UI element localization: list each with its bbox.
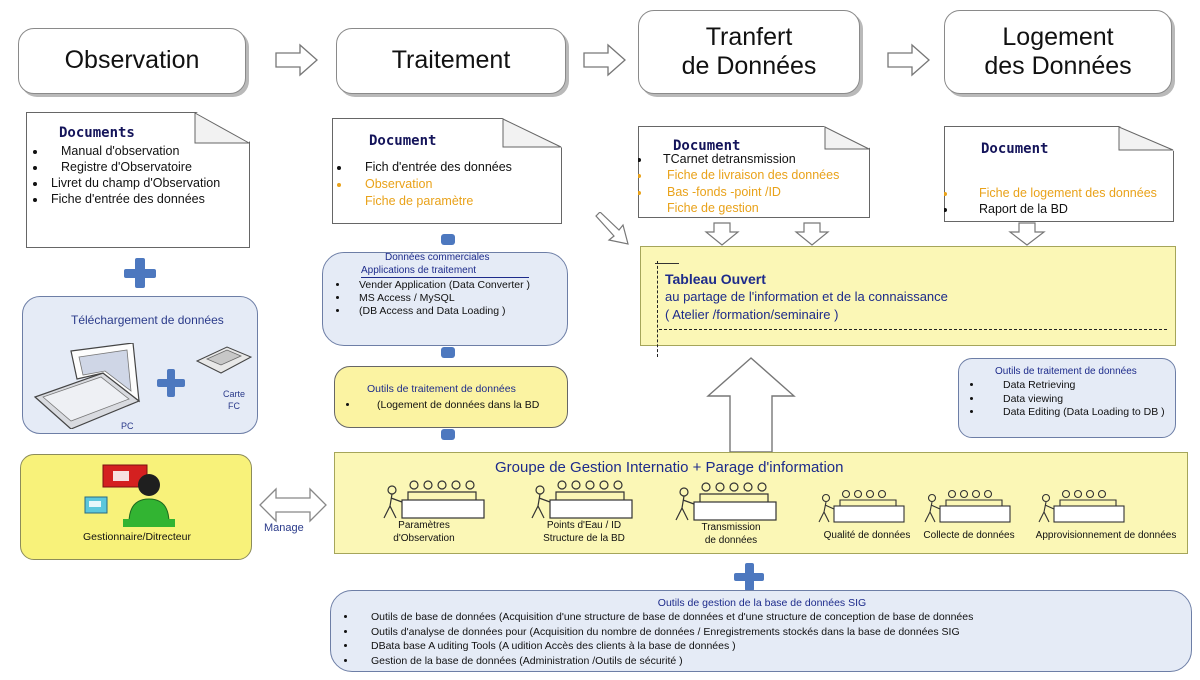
tableau-ouvert-box: Tableau Ouvert au partage de l'informati… [640,246,1176,357]
gis-item: Outils de base de données (Acquisition d… [357,610,1197,625]
document-item: Registre d'Observatoire [47,159,249,175]
page-fold-icon [502,118,562,148]
page-fold-icon [194,112,250,144]
document-title: Document [673,138,741,154]
commercial-item: (DB Access and Data Loading ) [349,305,569,318]
transfert-document: Document TCarnet detransmission Fiche de… [638,126,870,218]
down-arrow-icon [794,222,830,246]
commercial-subtitle: Applications de traitement [361,264,529,278]
document-item: Observation [351,176,561,193]
stage-logement: Logement des Données [944,10,1172,94]
data-tools-item: Data Editing (Data Loading to DB ) [983,406,1183,420]
meeting-icon [818,489,905,523]
group-item-label: Points d'Eau / ID Structure de la BD [543,520,625,544]
document-item: Manual d'observation [47,143,249,159]
plus-icon [734,563,764,591]
document-title: Document [981,141,1049,157]
gis-item: Outils d'analyse de données pour (Acquis… [357,625,1197,640]
download-box: Téléchargement de données PC Carte FC [22,296,258,434]
stage-label: Logement des Données [984,22,1132,81]
manager-icon [84,464,175,527]
connector-icon [441,347,455,358]
group-item-label: Approvisionnement de données [1035,530,1177,541]
document-item: Fiche de gestion [667,200,759,215]
gis-item: Gestion de la base de données (Administr… [357,654,1197,669]
storage-tools-box: Outils de traitement de données (Logemen… [334,366,568,428]
manager-box: Gestionnaire/Ditrecteur [20,454,252,560]
gis-tools-box: Outils de gestion de la base de données … [330,590,1192,672]
document-item: Fiche d'entrée des données [47,191,249,207]
laptop-icon [33,343,141,429]
connector-icon [441,429,455,440]
commercial-title: Données commerciales [385,252,490,263]
dashed-line [657,261,658,357]
storage-tools-item: (Logement de données dans la BD [359,399,539,413]
document-item: Fiche de livraison des données [651,167,869,183]
document-title: Documents [59,125,135,141]
meeting-icon [924,489,1011,523]
group-item-label: Transmission de données [701,522,761,546]
group-item-label: Collecte de données [923,530,1015,541]
manage-label: Manage [264,522,304,534]
double-arrow-icon [259,487,327,523]
data-tools-box: Outils de traitement de données Data Ret… [958,358,1176,438]
plus-icon [157,369,185,397]
diagonal-arrow-icon [595,212,629,245]
group-item-label: Qualité de données [823,530,911,541]
connector-icon [441,234,455,245]
commercial-data-box: Données commerciales Applications de tra… [322,252,568,346]
download-title: Téléchargement de données [71,313,224,327]
page-fold-icon [1118,126,1174,151]
data-tools-item: Data Retrieving [983,379,1183,393]
meeting-icon [383,480,485,519]
flow-arrow-icon [583,43,626,77]
tableau-title: Tableau Ouvert [665,271,766,287]
stage-label: Tranfert de Données [681,22,817,81]
stage-traitement: Traitement [336,28,566,94]
gis-title: Outils de gestion de la base de données … [657,597,867,609]
storage-tools-title: Outils de traitement de données [367,383,516,395]
document-item: Fiche de logement des données [957,185,1173,201]
document-title: Document [369,133,437,149]
document-item: Fich d'entrée des données [351,159,561,176]
flow-arrow-icon [887,43,930,77]
manager-label: Gestionnaire/Ditrecteur [83,531,191,543]
stage-observation: Observation [18,28,246,94]
card-reader-icon [195,346,253,374]
group-title: Groupe de Gestion Internatio + Parage d'… [495,459,844,476]
document-item: Bas -fonds -point /ID [651,184,869,200]
up-arrow-icon [706,357,796,453]
logement-document: Document Fiche de logement des données R… [944,126,1174,222]
meeting-icon [531,480,633,519]
data-tools-title: Outils de traitement de données [995,366,1137,377]
group-item-label: Paramètres d'Observation [393,520,455,544]
stage-label: Traitement [391,46,511,75]
down-arrow-icon [704,222,740,246]
down-arrow-icon [1008,222,1046,246]
stage-transfert: Tranfert de Données [638,10,860,94]
plus-icon [124,258,156,288]
page-fold-icon [824,126,870,150]
meeting-icon [1038,489,1125,523]
meeting-icon [675,482,777,521]
flow-arrow-icon [275,43,318,77]
document-item: TCarnet detransmission [651,151,869,167]
corner-mark [655,263,679,264]
commercial-item: MS Access / MySQL [349,292,569,305]
pc-label: PC [121,421,134,431]
tableau-line1: au partage de l'information et de la con… [665,289,948,304]
card-label: Carte FC [223,389,246,411]
tableau-line2: ( Atelier /formation/seminaire ) [665,307,839,322]
data-tools-item: Data viewing [983,393,1183,407]
commercial-item: Vender Application (Data Converter ) [349,279,569,292]
stage-label: Observation [64,46,200,75]
document-item: Livret du champ d'Observation [47,175,249,191]
dashed-line [659,329,1167,330]
document-item: Fiche de paramètre [365,193,474,208]
document-item: Raport de la BD [957,201,1173,217]
gis-item: DBata base A uditing Tools (A udition Ac… [357,639,1197,654]
